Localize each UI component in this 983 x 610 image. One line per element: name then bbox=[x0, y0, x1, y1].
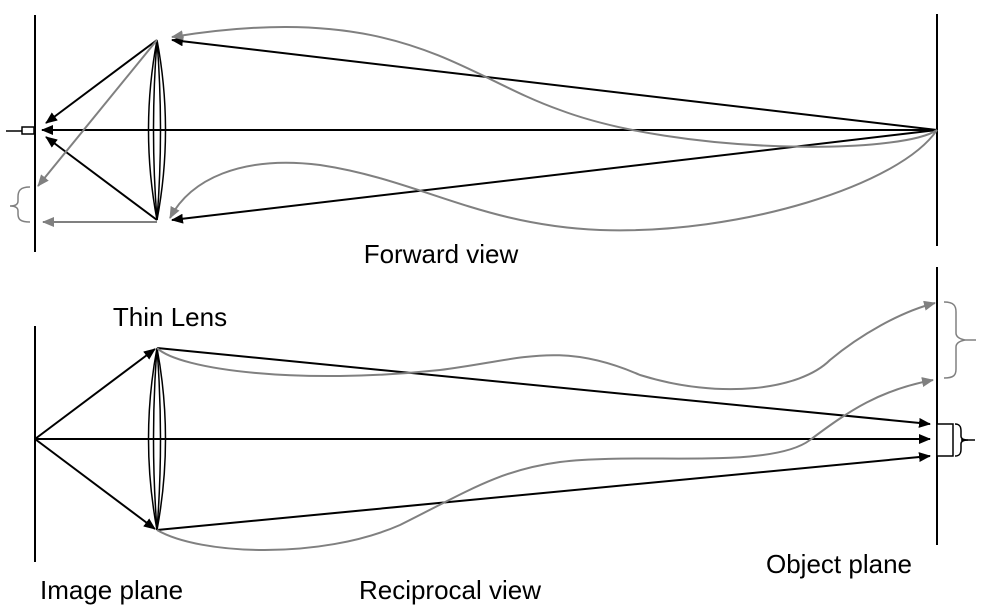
forward-ray-top-in bbox=[171, 36, 938, 131]
object-plane-label: Object plane bbox=[766, 549, 912, 579]
forward-view-diagram: Forward view bbox=[6, 14, 938, 269]
reciprocal-view-label: Reciprocal view bbox=[359, 575, 541, 605]
forward-scatter-bottom-in bbox=[169, 129, 938, 232]
forward-scatter-top-in bbox=[171, 25, 938, 148]
reciprocal-view-diagram: Thin Lens Image plane Reciprocal view Ob… bbox=[34, 267, 976, 605]
reciprocal-ray-bottom-in bbox=[34, 438, 156, 530]
forward-scatter-top-out bbox=[37, 39, 158, 187]
forward-ray-bottom-in bbox=[171, 129, 938, 224]
reciprocal-ray-bottom-out bbox=[156, 452, 931, 531]
thin-lens-label: Thin Lens bbox=[113, 302, 227, 332]
forward-ray-top-out bbox=[45, 39, 158, 124]
reciprocal-object-point bbox=[936, 423, 954, 457]
reciprocal-ray-top-in bbox=[34, 348, 156, 440]
reciprocal-scatter-bottom bbox=[156, 377, 934, 551]
reciprocal-blur-brace bbox=[943, 301, 966, 379]
forward-image-point bbox=[21, 126, 35, 135]
forward-ray-bottom-out bbox=[45, 136, 158, 221]
image-plane-label: Image plane bbox=[40, 575, 183, 605]
forward-blur-brace bbox=[9, 186, 31, 223]
forward-view-label: Forward view bbox=[364, 239, 519, 269]
reciprocal-ray-top-out bbox=[156, 347, 931, 428]
reciprocal-scatter-top bbox=[156, 300, 936, 391]
